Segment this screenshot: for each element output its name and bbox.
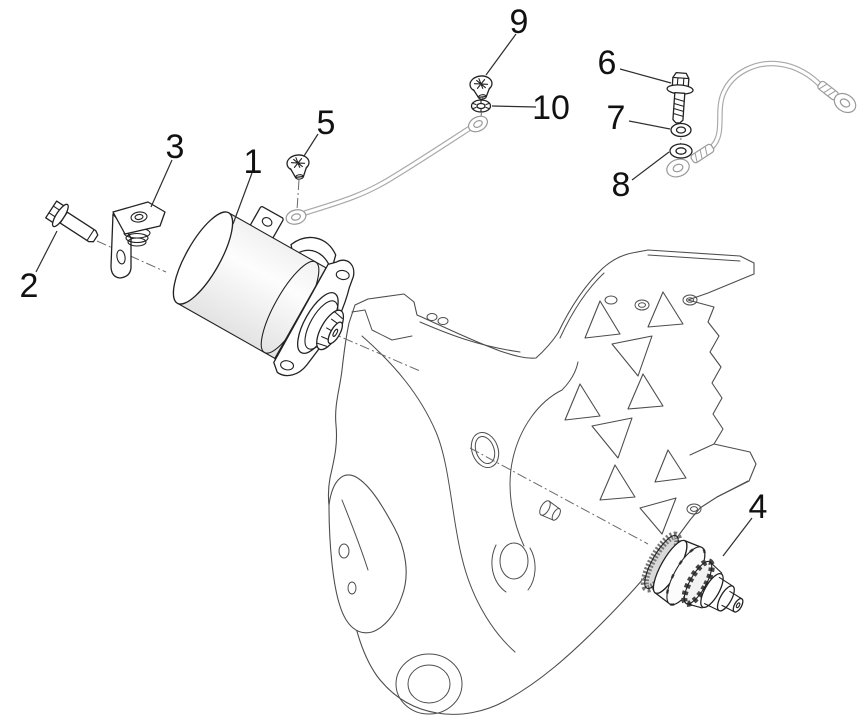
bolt-shaft bbox=[672, 91, 686, 124]
callout-2[interactable]: 2 bbox=[20, 267, 39, 305]
crankcase-silhouette bbox=[327, 249, 757, 715]
leader-1 bbox=[232, 172, 253, 225]
bracket-top-plate bbox=[112, 201, 166, 235]
ring-terminal bbox=[467, 115, 489, 133]
crankcase-oval-opening bbox=[470, 432, 500, 468]
crankcase-top-face bbox=[419, 321, 521, 353]
bolt-shaft bbox=[59, 211, 99, 243]
pan-head-screw-5 bbox=[286, 154, 310, 180]
axis-motor-crankcase bbox=[326, 330, 421, 372]
leader-8 bbox=[631, 151, 670, 181]
leader-5 bbox=[303, 133, 319, 157]
motor-flange-ear-hole bbox=[280, 360, 295, 371]
lug-bolt-hole-2-inner bbox=[686, 297, 694, 303]
leader-10 bbox=[491, 105, 537, 108]
starter-cable-right bbox=[666, 60, 857, 178]
starter-motor bbox=[172, 205, 355, 377]
lug-bolt-hole bbox=[634, 299, 650, 311]
gear-shaft-tip bbox=[732, 597, 744, 613]
pan-head-screw-9 bbox=[469, 75, 493, 100]
leader-7 bbox=[628, 120, 671, 130]
lug-slot bbox=[604, 295, 618, 305]
axis-screw5 bbox=[296, 179, 300, 211]
callout-10[interactable]: 10 bbox=[532, 89, 570, 127]
crankcase-bottom-opening bbox=[395, 653, 463, 715]
crankcase-front-face-curve bbox=[509, 361, 579, 547]
crankcase-lower-arm bbox=[328, 474, 407, 634]
callout-8[interactable]: 8 bbox=[612, 166, 631, 204]
crankcase-ledge bbox=[686, 443, 749, 515]
motor-rear-cap bbox=[172, 211, 234, 305]
callout-3[interactable]: 3 bbox=[166, 128, 185, 166]
callout-7[interactable]: 7 bbox=[607, 99, 626, 137]
phillips-cross-icon bbox=[473, 78, 489, 90]
callout-9[interactable]: 9 bbox=[510, 3, 529, 41]
lug-bolt-hole-2 bbox=[682, 294, 698, 306]
washer-8 bbox=[669, 143, 693, 159]
ring-terminal bbox=[666, 158, 690, 178]
washer-7 bbox=[670, 122, 692, 138]
ground-cable-left bbox=[285, 115, 489, 225]
lug-bolt-hole-inner bbox=[638, 302, 646, 308]
lock-washer-10 bbox=[470, 99, 492, 113]
ring-terminal bbox=[833, 92, 857, 114]
ring-terminal bbox=[285, 209, 307, 225]
bracket-hole bbox=[130, 211, 148, 223]
axis-gear bbox=[469, 447, 649, 545]
leader-9 bbox=[485, 33, 517, 76]
motor-flange-ear-hole bbox=[335, 269, 350, 281]
leader-6 bbox=[619, 68, 672, 84]
crankcase-rib-pockets bbox=[564, 291, 687, 535]
bracket-slot-hole bbox=[116, 249, 126, 265]
callout-5[interactable]: 5 bbox=[317, 104, 336, 142]
mounting-bracket bbox=[110, 201, 166, 279]
flange-bolt-2 bbox=[45, 200, 99, 243]
callout-1[interactable]: 1 bbox=[244, 143, 263, 181]
crankcase-round-boss bbox=[491, 542, 536, 593]
flange-bolt-6 bbox=[666, 72, 694, 124]
callout-4[interactable]: 4 bbox=[749, 488, 768, 526]
callout-labels: 1 2 3 4 5 6 7 8 9 10 bbox=[20, 3, 768, 526]
starter-clutch-gear bbox=[640, 531, 744, 613]
engine-crankcase bbox=[327, 249, 757, 715]
crimp-sleeve bbox=[690, 143, 715, 164]
crankcase-lug-edge bbox=[559, 254, 741, 339]
leader-3 bbox=[150, 159, 173, 208]
leader-2 bbox=[35, 230, 58, 273]
leader-4 bbox=[722, 517, 753, 557]
gear-stub-shaft bbox=[539, 500, 561, 521]
starter-mount-boss bbox=[351, 309, 449, 341]
callout-6[interactable]: 6 bbox=[598, 44, 617, 82]
leader-lines bbox=[35, 33, 753, 557]
crankcase-gasket-line bbox=[361, 335, 516, 653]
phillips-cross-icon bbox=[290, 157, 306, 169]
